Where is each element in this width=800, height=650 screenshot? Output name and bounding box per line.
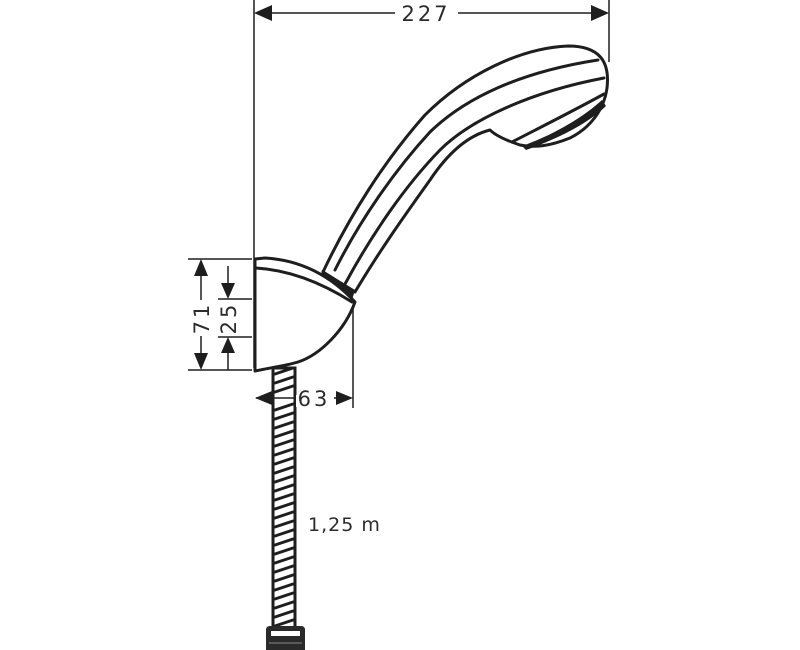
arrow-right-icon [336,391,353,405]
dimension-holder-height: 71 [188,258,252,371]
hose-coil-pattern [273,366,295,628]
holder-top-rim [254,266,354,304]
shower-hose: 1,25 m [266,366,381,650]
arrow-left-icon [255,391,272,405]
hand-shower [320,44,610,300]
holder-body [253,256,357,373]
holder-height-label: 71 [190,302,214,335]
handle-inner-line-1 [333,58,600,272]
holder-offset-label: 25 [217,302,241,335]
spray-nozzles [522,100,606,150]
spray-face-line [510,92,606,144]
hose-nut [266,626,305,650]
handle-inner-line-2 [343,76,606,286]
arrow-down-icon [194,353,208,370]
hose-length-label: 1,25 m [308,514,381,536]
arrow-right-icon [591,5,609,21]
holder-depth-label: 63 [298,387,331,411]
arrow-up-icon [221,337,235,353]
wall-holder [253,256,357,373]
shower-handle-outline [321,44,610,294]
dimension-holder-offset: 25 [217,266,252,370]
overall-width-label: 227 [401,2,450,26]
arrow-up-icon [194,259,208,276]
arrow-down-icon [221,283,235,299]
dimension-holder-depth: 63 [255,305,354,411]
arrow-left-icon [254,5,272,21]
